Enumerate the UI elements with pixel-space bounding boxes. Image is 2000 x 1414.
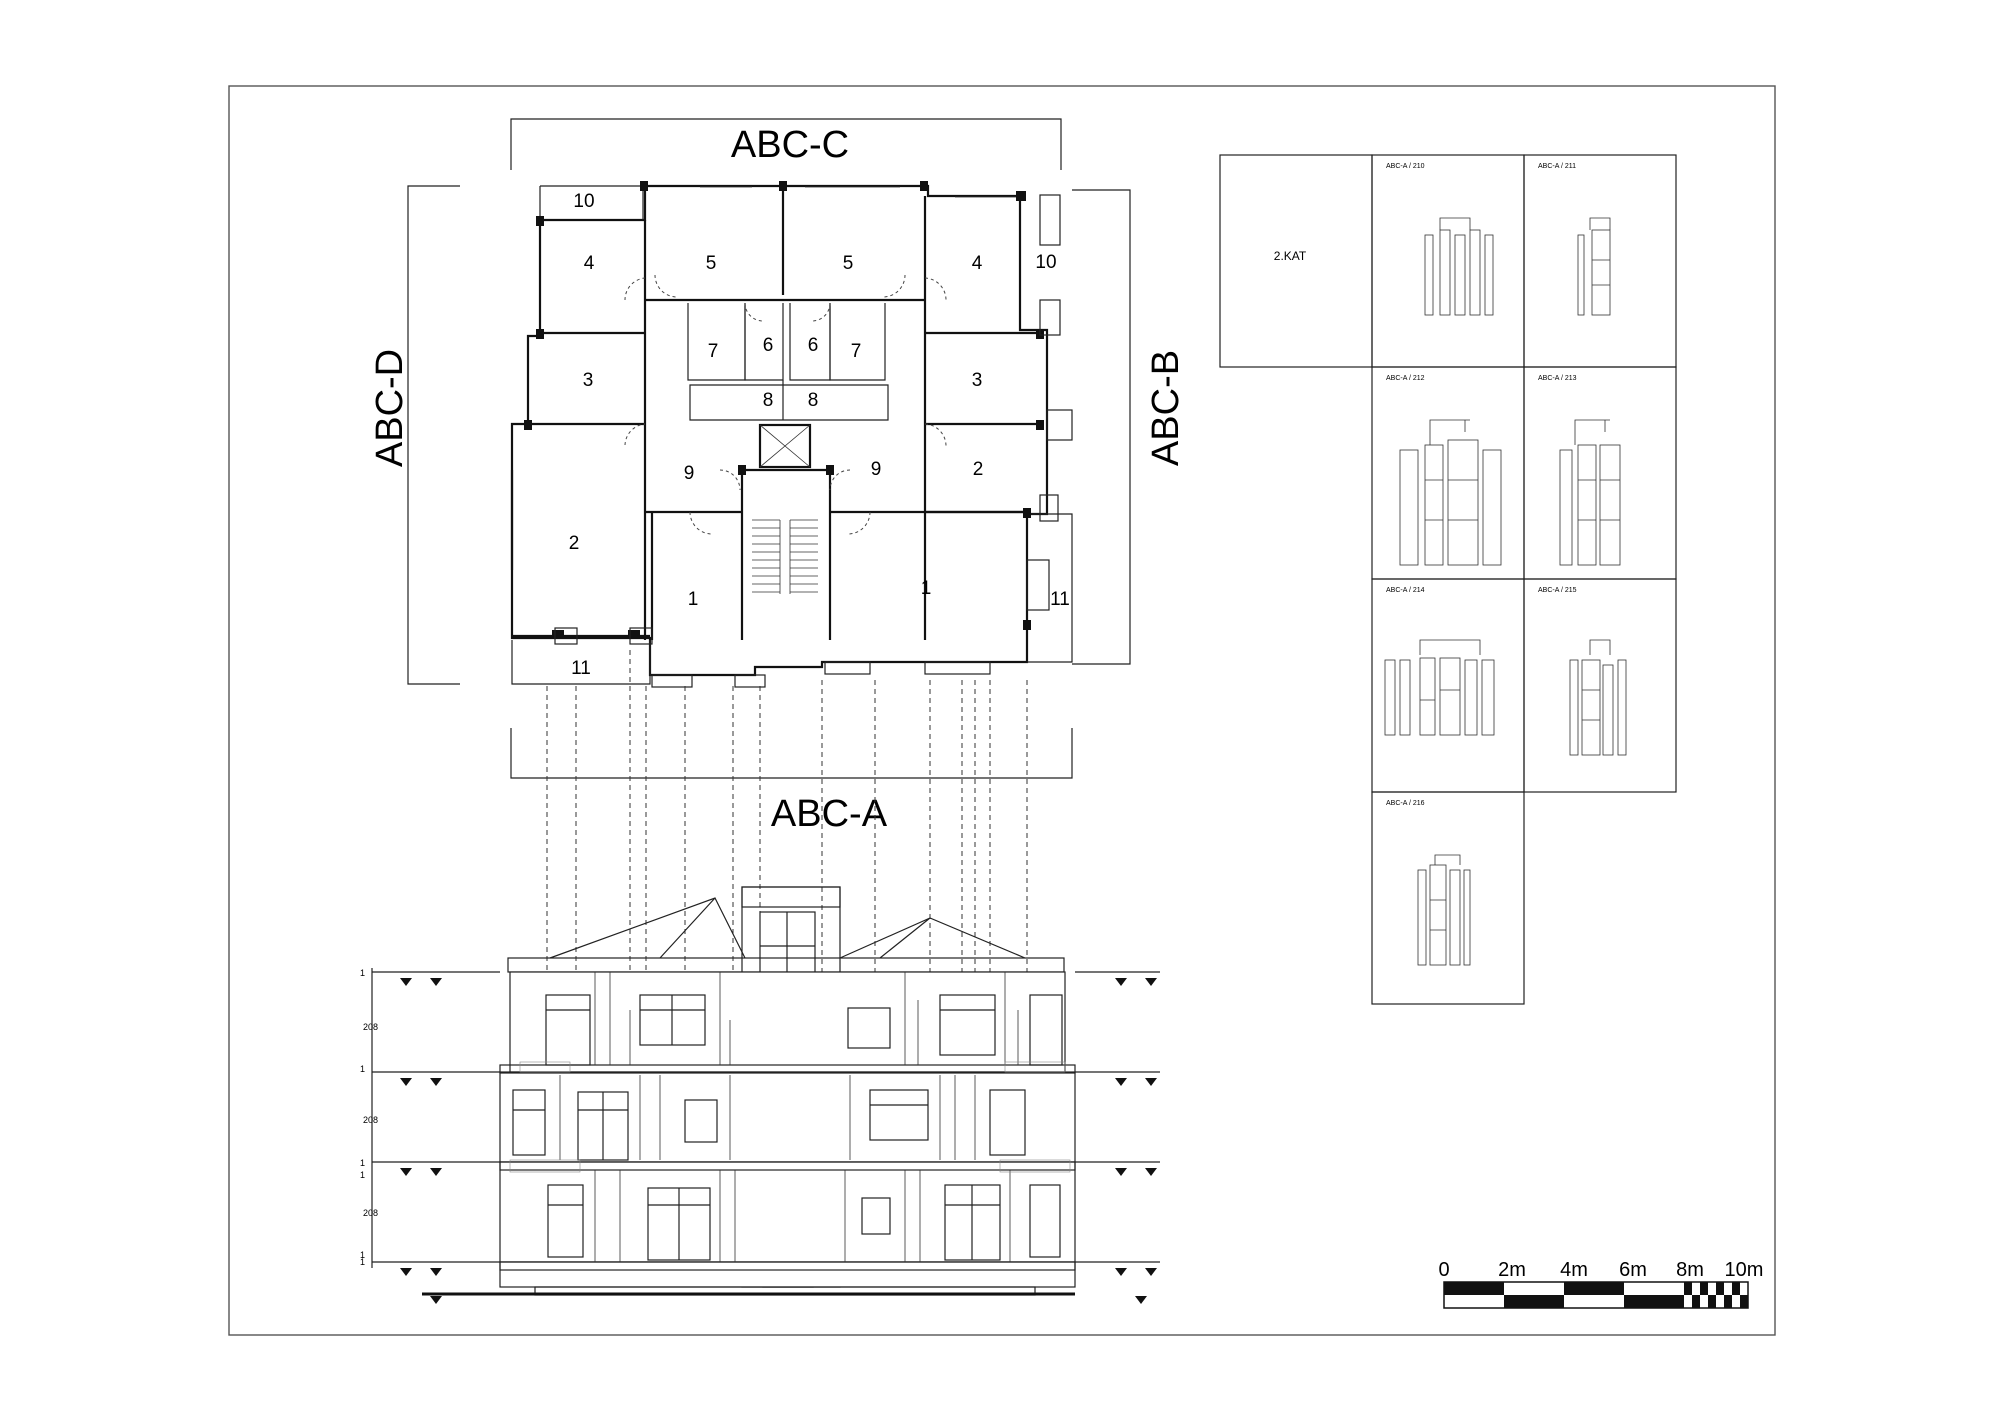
scale-6m: 6m [1619,1259,1647,1281]
room-7-right: 7 [851,341,862,362]
room-11-right: 11 [1050,589,1070,610]
scale-8m: 8m [1676,1259,1704,1281]
room-1-right: 1 [921,578,932,599]
front-elevation [371,886,1160,1304]
dim-9: 1 [360,1250,365,1260]
dim-5: 208 [363,1115,378,1125]
room-5-right: 5 [843,253,854,274]
room-9-right: 9 [871,459,882,480]
room-9-left: 9 [684,463,695,484]
room-10-top: 10 [573,191,594,212]
dim-2: 208 [363,1022,378,1032]
side-label-top: ABC-C [731,124,849,166]
room-3-left: 3 [583,370,594,391]
dim-3: 1 [360,1064,365,1074]
room-7-left: 7 [708,341,719,362]
dim-8: 208 [363,1208,378,1218]
legend-grid [1219,154,1677,1005]
room-1-left: 1 [688,589,699,610]
dim-6: 1 [360,1170,365,1180]
room-5-left: 5 [706,253,717,274]
room-4-right: 4 [972,253,983,274]
room-2-right: 2 [973,459,984,480]
room-2-left: 2 [569,533,580,554]
scale-0: 0 [1438,1259,1449,1281]
dim-4: 1 [360,1158,365,1168]
side-label-left: ABC-D [369,349,411,467]
room-10-right: 10 [1035,252,1056,273]
side-label-bottom: ABC-A [771,793,888,835]
cell-label-213: ABC-A / 213 [1538,375,1577,382]
cell-label-212: ABC-A / 212 [1386,375,1425,382]
scale-2m: 2m [1498,1259,1526,1281]
legend-labels: 2.KAT ABC-A / 210 ABC-A / 211 ABC-A / 21… [1274,163,1577,807]
cell-label-214: ABC-A / 214 [1386,587,1425,594]
room-8-right: 8 [808,390,819,411]
room-11-bottom: 11 [571,658,591,679]
cell-label-210: ABC-A / 210 [1386,163,1425,170]
plan-side-brackets [407,118,1131,779]
cell-label-215: ABC-A / 215 [1538,587,1577,594]
scale-4m: 4m [1560,1259,1588,1281]
room-6-left: 6 [763,335,774,356]
dim-1: 1 [360,968,365,978]
floor-plan [510,181,1073,688]
cell-label-216: ABC-A / 216 [1386,800,1425,807]
scale-10m: 10m [1725,1259,1764,1281]
room-6-right: 6 [808,335,819,356]
cell-label-211: ABC-A / 211 [1538,163,1576,170]
room-4-left: 4 [584,253,595,274]
room-labels: 10 10 4 4 5 5 3 3 7 7 6 6 8 8 9 9 2 2 1 … [569,191,1070,679]
floor-label: 2.KAT [1274,249,1307,263]
elevation-dimensions: 1 208 1 1 208 1 1 208 1 [360,968,378,1267]
room-8-left: 8 [763,390,774,411]
dim-7: 1 [360,1257,365,1267]
scale-bar [1443,1281,1749,1309]
room-3-right: 3 [972,370,983,391]
side-label-right: ABC-B [1145,350,1187,466]
scale-labels: 0 2m 4m 6m 8m 10m [1438,1259,1763,1281]
sheet-border [228,85,1776,1336]
